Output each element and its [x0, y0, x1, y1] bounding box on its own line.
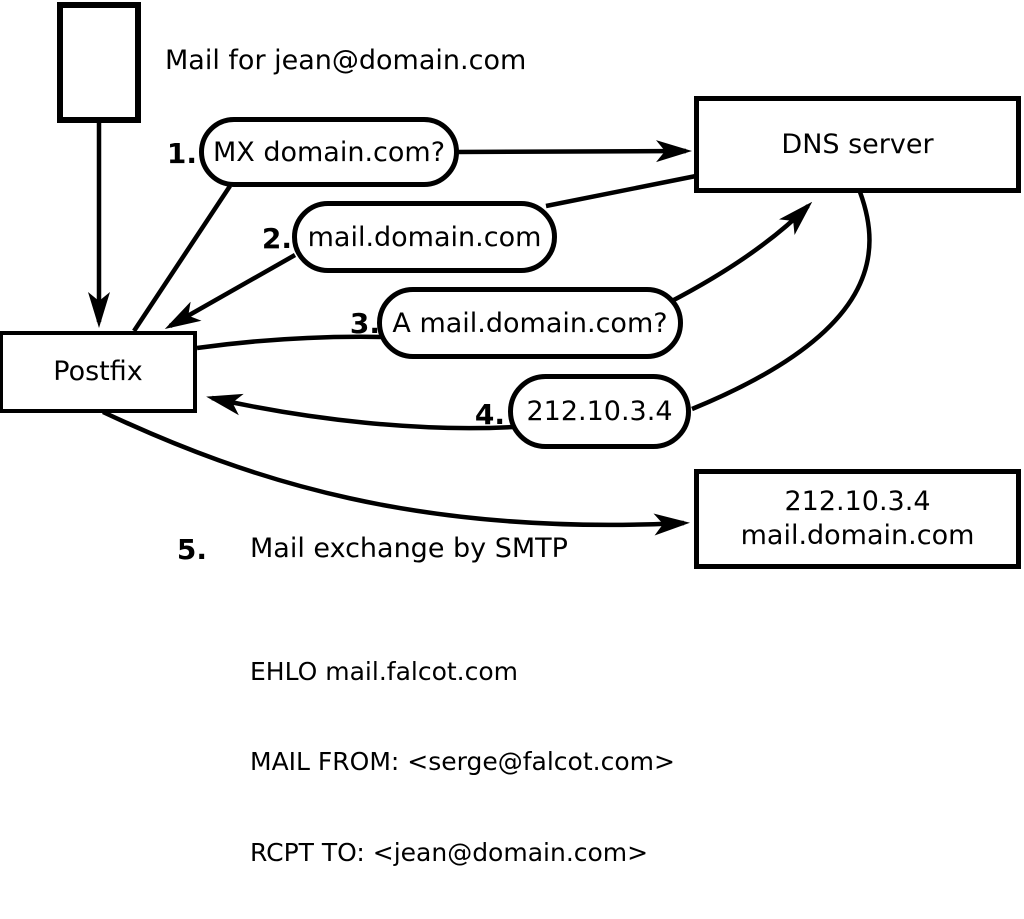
mail-server-ip: 212.10.3.4: [784, 486, 931, 518]
step-5-caption: Mail exchange by SMTP: [250, 533, 568, 564]
answer-a-pill: 212.10.3.4: [508, 374, 691, 449]
diagram-title: Mail for jean@domain.com: [165, 45, 527, 76]
query-a-pill: A mail.domain.com?: [377, 287, 683, 359]
dns-server-box: DNS server: [694, 96, 1021, 193]
query-mx-label: MX domain.com?: [212, 136, 446, 168]
mail-server-hostname: mail.domain.com: [740, 520, 975, 551]
arrow-query-a-to-dns: [666, 201, 813, 305]
step-3-number: 3.: [349, 307, 380, 340]
step-1-number: 1.: [166, 137, 197, 170]
arrow-answer-a-to-postfix: [206, 393, 514, 431]
answer-a-label: 212.10.3.4: [526, 396, 673, 427]
answer-mx-pill: mail.domain.com: [292, 201, 557, 273]
smtp-line: EHLO mail.falcot.com: [250, 657, 519, 686]
step-4-number: 4.: [474, 398, 505, 431]
arrow-answer-mx-to-postfix: [164, 253, 297, 329]
smtp-session-text: EHLO mail.falcot.com MAIL FROM: <serge@f…: [250, 598, 675, 919]
smtp-line: MAIL FROM: <serge@falcot.com>: [250, 747, 675, 777]
step-2-number: 2.: [261, 222, 292, 255]
postfix-box: Postfix: [0, 331, 197, 413]
step-5-number: 5.: [176, 533, 207, 566]
postfix-label: Postfix: [53, 356, 143, 388]
smtp-line: RCPT TO: <jean@domain.com>: [250, 837, 649, 867]
mail-server-box: 212.10.3.4 mail.domain.com: [694, 469, 1021, 569]
connector-dns-to-answer-a: [691, 191, 872, 412]
arrow-postfix-to-mailserver: [102, 409, 690, 536]
dns-server-label: DNS server: [781, 128, 934, 160]
connector-dns-to-answer-mx: [545, 173, 697, 209]
connector-postfix-to-query-a: [196, 334, 386, 351]
mail-message-box: [57, 2, 141, 123]
connector-postfix-to-query-mx: [132, 184, 232, 333]
query-mx-pill: MX domain.com?: [199, 117, 459, 187]
arrow-query-mx-to-dns: [454, 140, 692, 163]
answer-mx-label: mail.domain.com: [307, 221, 542, 253]
query-a-label: A mail.domain.com?: [392, 307, 668, 339]
